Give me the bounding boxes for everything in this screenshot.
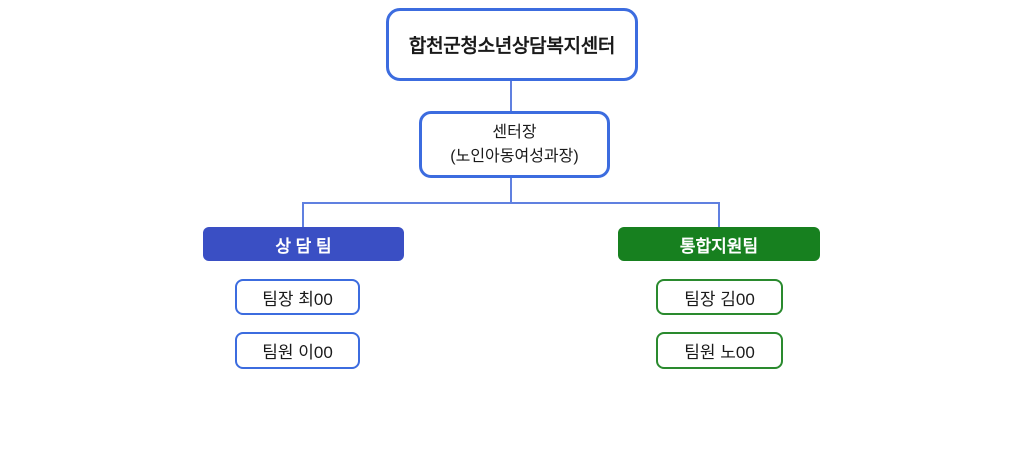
team-header-counseling: 상 담 팀 [203,227,404,261]
member-label: 팀원 노00 [684,343,755,362]
team-header-integrated-support: 통합지원팀 [618,227,820,261]
member-label: 팀장 최00 [262,289,333,309]
connector-left-drop [302,202,304,228]
team-header-counseling-label: 상 담 팀 [275,236,332,256]
director-title: 센터장 [492,124,537,142]
member-label: 팀장 김00 [684,289,755,309]
director-box: 센터장 (노인아동여성과장) [419,111,610,178]
member-box-counseling-staff: 팀원 이00 [235,332,360,369]
connector-director-stem [510,178,512,204]
member-box-support-staff: 팀원 노00 [656,332,783,369]
team-header-integrated-support-label: 통합지원팀 [679,236,759,256]
connector-horizontal-bar [302,202,720,204]
member-box-support-leader: 팀장 김00 [656,279,783,315]
connector-title-to-director [510,81,512,111]
center-title-label: 합천군청소년상담복지센터 [408,36,616,57]
member-box-counseling-leader: 팀장 최00 [235,279,360,315]
center-title-box: 합천군청소년상담복지센터 [386,8,638,81]
director-subtitle: (노인아동여성과장) [450,147,579,165]
connector-right-drop [718,202,720,228]
member-label: 팀원 이00 [262,343,333,362]
